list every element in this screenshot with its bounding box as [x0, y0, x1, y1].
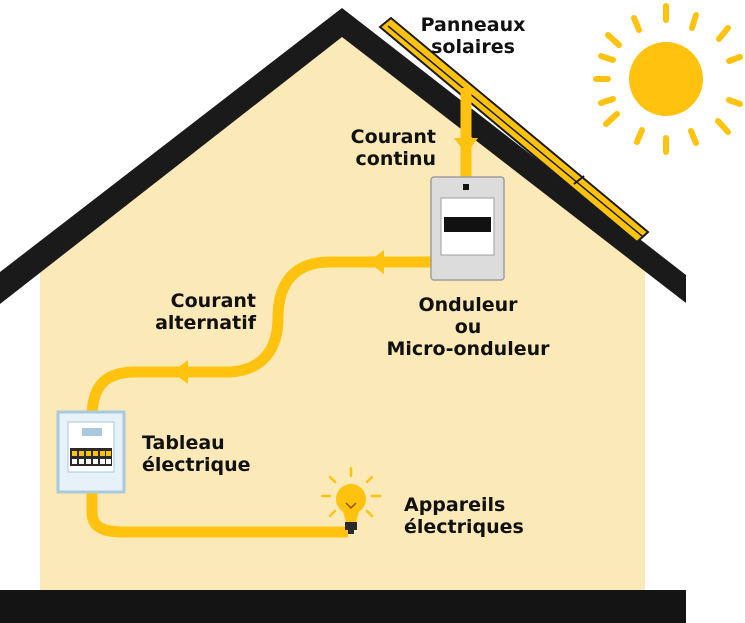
- light-bulb-icon: [320, 466, 382, 534]
- solar-panel-icon: [378, 16, 650, 244]
- electrical-panel-label: Tableau électrique: [142, 432, 251, 476]
- sun-icon: [593, 3, 743, 155]
- appliance-flow-line: [86, 492, 348, 538]
- inverter-label: Onduleur ou Micro-onduleur: [386, 294, 550, 360]
- dc-current-label: Courant continu: [350, 126, 436, 170]
- dc-arrow: [454, 138, 478, 154]
- ground: [0, 590, 686, 623]
- appliances-label: Appareils électriques: [404, 494, 524, 538]
- inverter-icon: [430, 176, 505, 281]
- ac-arrow-top: [368, 250, 384, 274]
- flow-arrows: [172, 138, 478, 384]
- solar-panels-label: Panneaux solaires: [420, 14, 526, 58]
- electrical-panel-icon: [56, 410, 126, 494]
- current-flow: [86, 88, 472, 538]
- ac-arrow-mid: [172, 360, 188, 384]
- ac-current-label: Courant alternatif: [155, 290, 256, 334]
- ac-flow-line: [86, 256, 432, 419]
- house-wall: [40, 30, 645, 590]
